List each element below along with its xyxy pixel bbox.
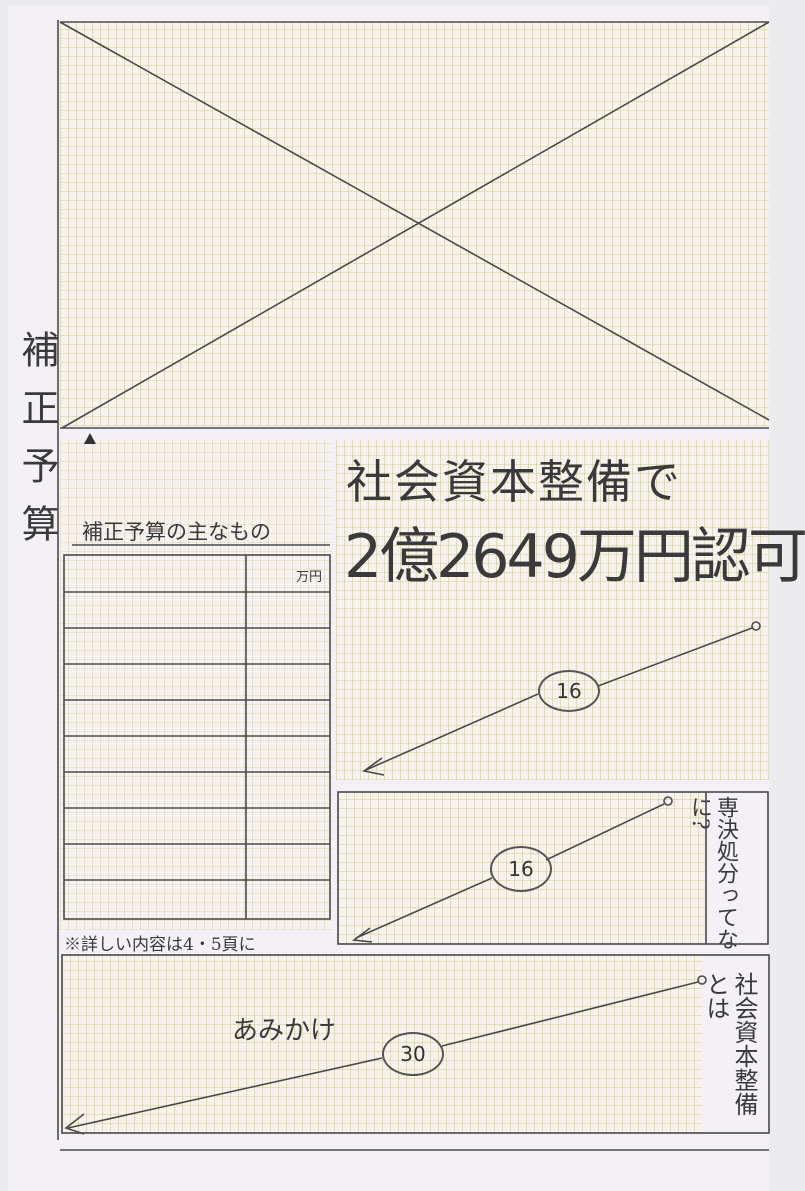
- box-3-number-circle: 30: [382, 1032, 444, 1076]
- box-2-number: 16: [508, 857, 534, 881]
- box-3-number: 30: [400, 1042, 426, 1066]
- table-unit-label: 万円: [296, 570, 323, 585]
- box-1-side-label: 専決処分ってなに?: [687, 796, 738, 950]
- table-title: 補正予算の主なもの: [82, 520, 271, 544]
- box-3: [62, 955, 702, 1133]
- photo-placeholder: [60, 22, 769, 426]
- box-3-left-label: あみかけ: [232, 1016, 337, 1046]
- headline-line2: 2億2649万円認可: [344, 522, 805, 592]
- headline-area: [336, 440, 769, 780]
- headline-number: 16: [556, 679, 582, 703]
- box-3-side-label: 社会資本整備とは: [702, 972, 758, 1116]
- table-area: [60, 440, 332, 930]
- footnote: ※詳しい内容は4・5頁に: [64, 935, 256, 955]
- headline-line1: 社会資本整備で: [346, 455, 682, 509]
- side-title: 補正予算: [15, 330, 59, 562]
- box-2-number-circle: 16: [490, 846, 552, 892]
- headline-number-circle: 16: [538, 670, 600, 712]
